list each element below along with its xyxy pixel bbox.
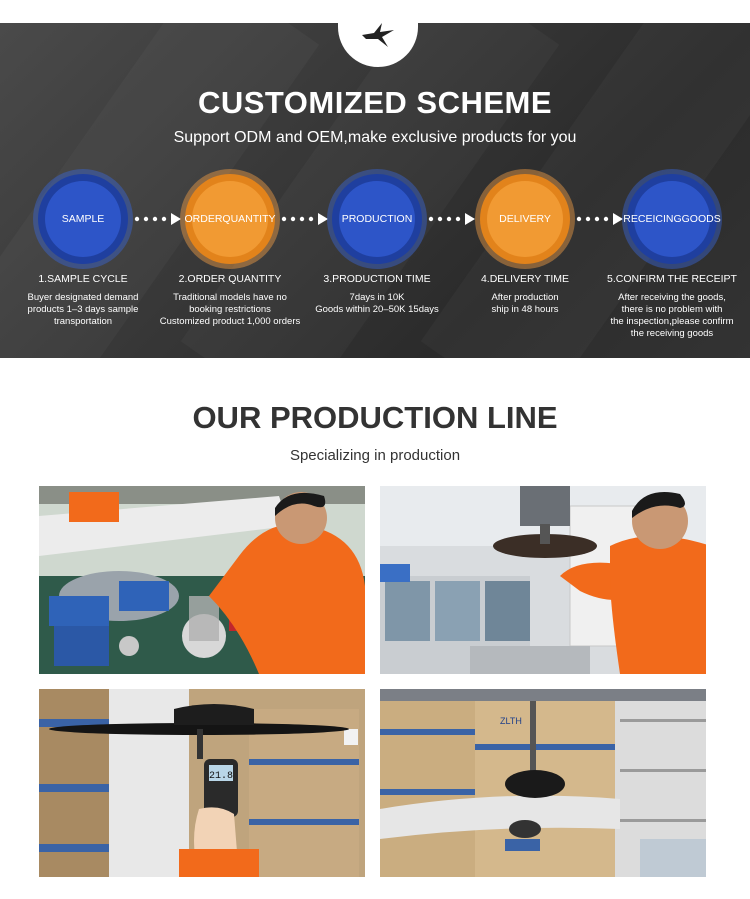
- step-arrow-icon: [575, 212, 627, 226]
- bird-logo-icon: [362, 23, 394, 47]
- step-circle-1: SAMPLE: [38, 174, 128, 264]
- box-brand-text: ZLTH: [500, 716, 522, 726]
- step-description-line: ship in 48 hours: [491, 304, 559, 315]
- step-label-line: DELIVERY: [499, 213, 551, 225]
- step-description-line: Goods within 20–50K 15days: [315, 304, 439, 315]
- step-description-line: After production: [491, 292, 559, 303]
- step-title: 2.ORDER QUANTITY: [178, 273, 282, 285]
- step-description-line: transportation: [53, 316, 113, 327]
- meter-reading: 21.8: [209, 771, 233, 782]
- step-arrow-icon: [280, 212, 332, 226]
- step-description-line: the inspection,please confirm: [610, 316, 734, 327]
- speed-measurement-photo: 21.8: [39, 689, 365, 877]
- step-description-line: After receiving the goods,: [618, 292, 726, 303]
- step-label: SAMPLE: [45, 181, 121, 257]
- step-arrow-icon: [427, 212, 479, 226]
- step-label-line: SAMPLE: [61, 213, 105, 225]
- step-label-line: QUANTITY: [222, 213, 276, 225]
- scheme-subtitle: Support ODM and OEM,make exclusive produ…: [173, 129, 577, 146]
- step-label-line: ORDER: [184, 213, 223, 225]
- step-arrow-icon: [133, 212, 185, 226]
- assembly-worker-photo: [39, 486, 365, 674]
- step-description-line: booking restrictions: [189, 304, 271, 315]
- step-label-line: PRODUCTION: [341, 213, 413, 225]
- step-label-line: GOODS: [681, 213, 721, 225]
- step-description-line: 7days in 10K: [349, 292, 405, 303]
- step-title: 4.DELIVERY TIME: [480, 273, 570, 285]
- step-label: PRODUCTION: [339, 181, 415, 257]
- step-description-line: Traditional models have no: [173, 292, 287, 303]
- production-line-title: OUR PRODUCTION LINE: [192, 400, 558, 435]
- step-circle-4: DELIVERY: [480, 174, 570, 264]
- step-description-line: Customized product 1,000 orders: [159, 316, 301, 327]
- step-description: After receiving the goods,there is no pr…: [592, 292, 750, 340]
- step-title: 3.PRODUCTION TIME: [323, 273, 431, 285]
- step-description-line: Buyer designated demand: [27, 292, 139, 303]
- step-description-line: the receiving goods: [630, 328, 714, 339]
- step-title: 5.CONFIRM THE RECEIPT: [607, 273, 737, 285]
- step-description-line: there is no problem with: [621, 304, 723, 315]
- warehouse-fan-test-photo: ZLTH: [380, 689, 706, 877]
- step-label-line: RECEICING: [623, 213, 682, 225]
- step-circle-3: PRODUCTION: [332, 174, 422, 264]
- scheme-title: CUSTOMIZED SCHEME: [197, 85, 553, 120]
- customized-scheme-banner: CUSTOMIZED SCHEME Support ODM and OEM,ma…: [0, 23, 750, 358]
- production-line-subtitle: Specializing in production: [289, 447, 461, 464]
- step-title: 1.SAMPLE CYCLE: [38, 273, 128, 285]
- step-label: DELIVERY: [487, 181, 563, 257]
- step-description-line: products 1–3 days sample: [27, 304, 139, 315]
- fan-testing-machine-photo: [380, 486, 706, 674]
